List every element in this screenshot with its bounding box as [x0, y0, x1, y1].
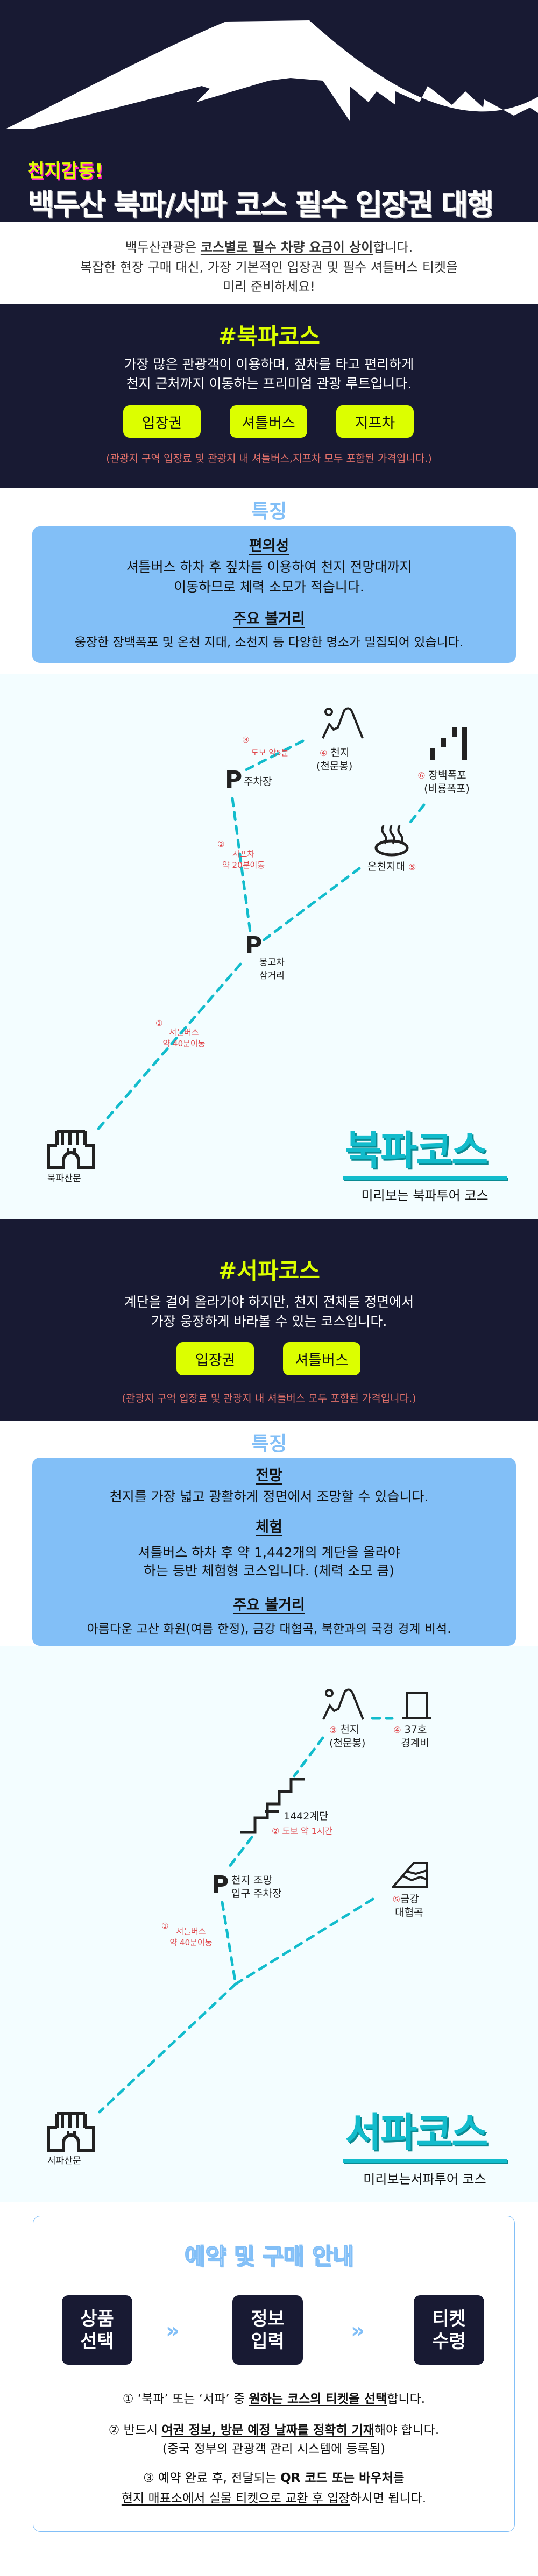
north-ticket-button[interactable]: 입장권: [123, 405, 201, 438]
tianchi-mountain-icon: [322, 707, 364, 739]
north-course-map: [0, 674, 538, 1219]
booking-guide-box: [33, 2216, 515, 2532]
intro-line-1: 백두산관광은 코스별로 필수 차량 요금이 상이합니다.: [125, 240, 413, 255]
waterfall-icon: [430, 727, 467, 760]
title-underline: [343, 1176, 507, 1180]
waterfall-label: ⑥ 장백폭포 (비룡폭포): [417, 769, 470, 795]
tianchi-label: ④ 천지(천문봉): [316, 747, 353, 772]
parking-icon: P: [211, 1871, 229, 1899]
step3-label: 도보 약5분: [251, 748, 289, 758]
north-shuttle-button[interactable]: 셔틀버스: [230, 405, 307, 438]
intro-highlight: 코스별로 필수 차량 요금이 상이: [200, 240, 373, 255]
north-route-lines: [96, 739, 426, 1131]
chevron-right-icon: »: [166, 2318, 180, 2343]
booking-instruction-4: 현지 매표소에서 실물 티켓으로 교환 후 입장하시면 됩니다.: [121, 2492, 427, 2506]
feature-heading: 편의성: [249, 538, 289, 554]
west-shuttle-button[interactable]: 셔틀버스: [283, 1342, 360, 1375]
boundary-marker-icon: [402, 1692, 431, 1719]
step3-num: ③: [242, 735, 250, 745]
north-desc-2: 천지 근처까지 이동하는 프리미엄 관광 루트입니다.: [126, 376, 412, 391]
west-course-title: 서파코스: [345, 2109, 488, 2156]
west-desc-1: 계단을 걸어 올라가야 하지만, 천지 전체를 정면에서: [124, 1294, 414, 1310]
parking-icon: P: [225, 766, 243, 794]
feature-heading: 주요 볼거리: [233, 1597, 305, 1614]
west-ticket-button[interactable]: 입장권: [176, 1342, 254, 1375]
hero-tagline: 천지감동!: [27, 160, 103, 182]
hotspring-label: 온천지대 ⑤: [367, 861, 416, 873]
hero-section: 천지감동! 백두산 북파/서파 코스 필수 입장권 대행: [0, 0, 538, 222]
north-heading: #북파코스: [218, 323, 320, 349]
booking-instruction-2: ② 반드시 여권 정보, 방문 예정 날짜를 정확히 기재해야 합니다.: [108, 2423, 440, 2437]
intro-line-3: 미리 준비하세요!: [223, 279, 315, 294]
parking-icon: P: [245, 932, 263, 959]
step1-num: ①: [161, 1921, 169, 1931]
chevron-right-icon: »: [351, 2318, 365, 2343]
feature-text: 셔틀버스 하차 후 짚차를 이용하여 천지 전망대까지: [126, 559, 412, 575]
west-course-subtitle: 미리보는서파투어 코스: [363, 2172, 486, 2187]
north-features-box: [32, 526, 516, 663]
tianchi-label: ③ 천지 (천문봉): [329, 1724, 366, 1749]
stairs-label: 1442계단: [284, 1810, 329, 1822]
hero-title: 백두산 북파/서파 코스 필수 입장권 대행: [27, 188, 494, 222]
west-price-note: (관광지 구역 입장료 및 관광지 내 셔틀버스 모두 포함된 가격입니다.): [122, 1393, 416, 1404]
booking-title: 예약 및 구매 안내: [184, 2243, 354, 2270]
west-features-box: [32, 1458, 516, 1646]
canyon-icon: [392, 1862, 428, 1888]
north-course-subtitle: 미리보는 북파투어 코스: [361, 1188, 489, 1203]
step2-num: ②: [217, 839, 225, 849]
north-gate-label: 북파산문: [47, 1173, 81, 1184]
west-route-lines: [98, 1717, 394, 2114]
west-desc-2: 가장 웅장하게 바라볼 수 있는 코스입니다.: [151, 1314, 387, 1329]
west-course-map: [0, 1646, 538, 2202]
north-jeep-button[interactable]: 지프차: [336, 405, 414, 438]
hot-spring-icon: [374, 824, 409, 857]
booking-instruction-2-note: (중국 정부의 관광객 관리 시스템에 등록됨): [162, 2442, 386, 2456]
feature-heading: 전망: [256, 1467, 282, 1484]
feature-text: 웅장한 장백폭포 및 온천 지대, 소천지 등 다양한 명소가 밀집되어 있습니…: [74, 636, 464, 650]
mountain-illustration: [5, 20, 538, 129]
west-gate-icon: [47, 2112, 95, 2152]
west-gate-label: 서파산문: [47, 2156, 81, 2166]
step1-num: ①: [155, 1018, 163, 1028]
stairs-icon: [240, 1778, 305, 1834]
feature-text: 천지를 가장 넓고 광활하게 정면에서 조망할 수 있습니다.: [109, 1489, 429, 1504]
feature-text: 하는 등반 체험형 코스입니다. (체력 소모 큼): [143, 1563, 395, 1579]
parking-label: 주차장: [244, 776, 272, 788]
north-price-note: (관광지 구역 입장료 및 관광지 내 셔틀버스,지프차 모두 포함된 가격입니…: [106, 453, 432, 465]
feature-heading: 체험: [256, 1519, 282, 1536]
step2-label: ② 도보 약 1시간: [272, 1826, 333, 1836]
tianchi-mountain-icon: [322, 1688, 364, 1720]
canyon-label: ⑤금강 대협곡: [392, 1893, 423, 1918]
north-gate-icon: [47, 1130, 95, 1169]
west-course-section: [0, 1219, 538, 1421]
feature-text: 이동하므로 체력 소모가 적습니다.: [174, 579, 364, 595]
feature-heading: 주요 볼거리: [233, 611, 305, 627]
feature-text: 아름다운 고산 화원(여름 한정), 금강 대협곡, 북한과의 국경 경계 비석…: [87, 1622, 451, 1636]
north-desc-1: 가장 많은 관광객이 이용하며, 짚차를 타고 편리하게: [124, 356, 414, 372]
west-features-title: 특징: [251, 1433, 287, 1455]
north-features-title: 특징: [251, 501, 287, 523]
west-heading: #서파코스: [218, 1258, 320, 1284]
north-course-title: 북파코스: [345, 1128, 488, 1174]
boundary-marker-label: ④ 37호 경계비: [393, 1724, 429, 1749]
title-underline: [343, 2159, 507, 2163]
booking-instruction-1: ① ‘북파’ 또는 ‘서파’ 중 원하는 코스의 티켓을 선택합니다.: [122, 2392, 426, 2406]
north-course-section: [0, 304, 538, 488]
booking-instruction-3: ③ 예약 완료 후, 전달되는 QR 코드 또는 바우처를: [143, 2471, 405, 2485]
intro-line-2: 복잡한 현장 구매 대신, 가장 기본적인 입장권 및 필수 셔틀버스 티켓을: [80, 260, 458, 275]
feature-text: 셔틀버스 하차 후 약 1,442개의 계단을 올라야: [138, 1545, 400, 1560]
